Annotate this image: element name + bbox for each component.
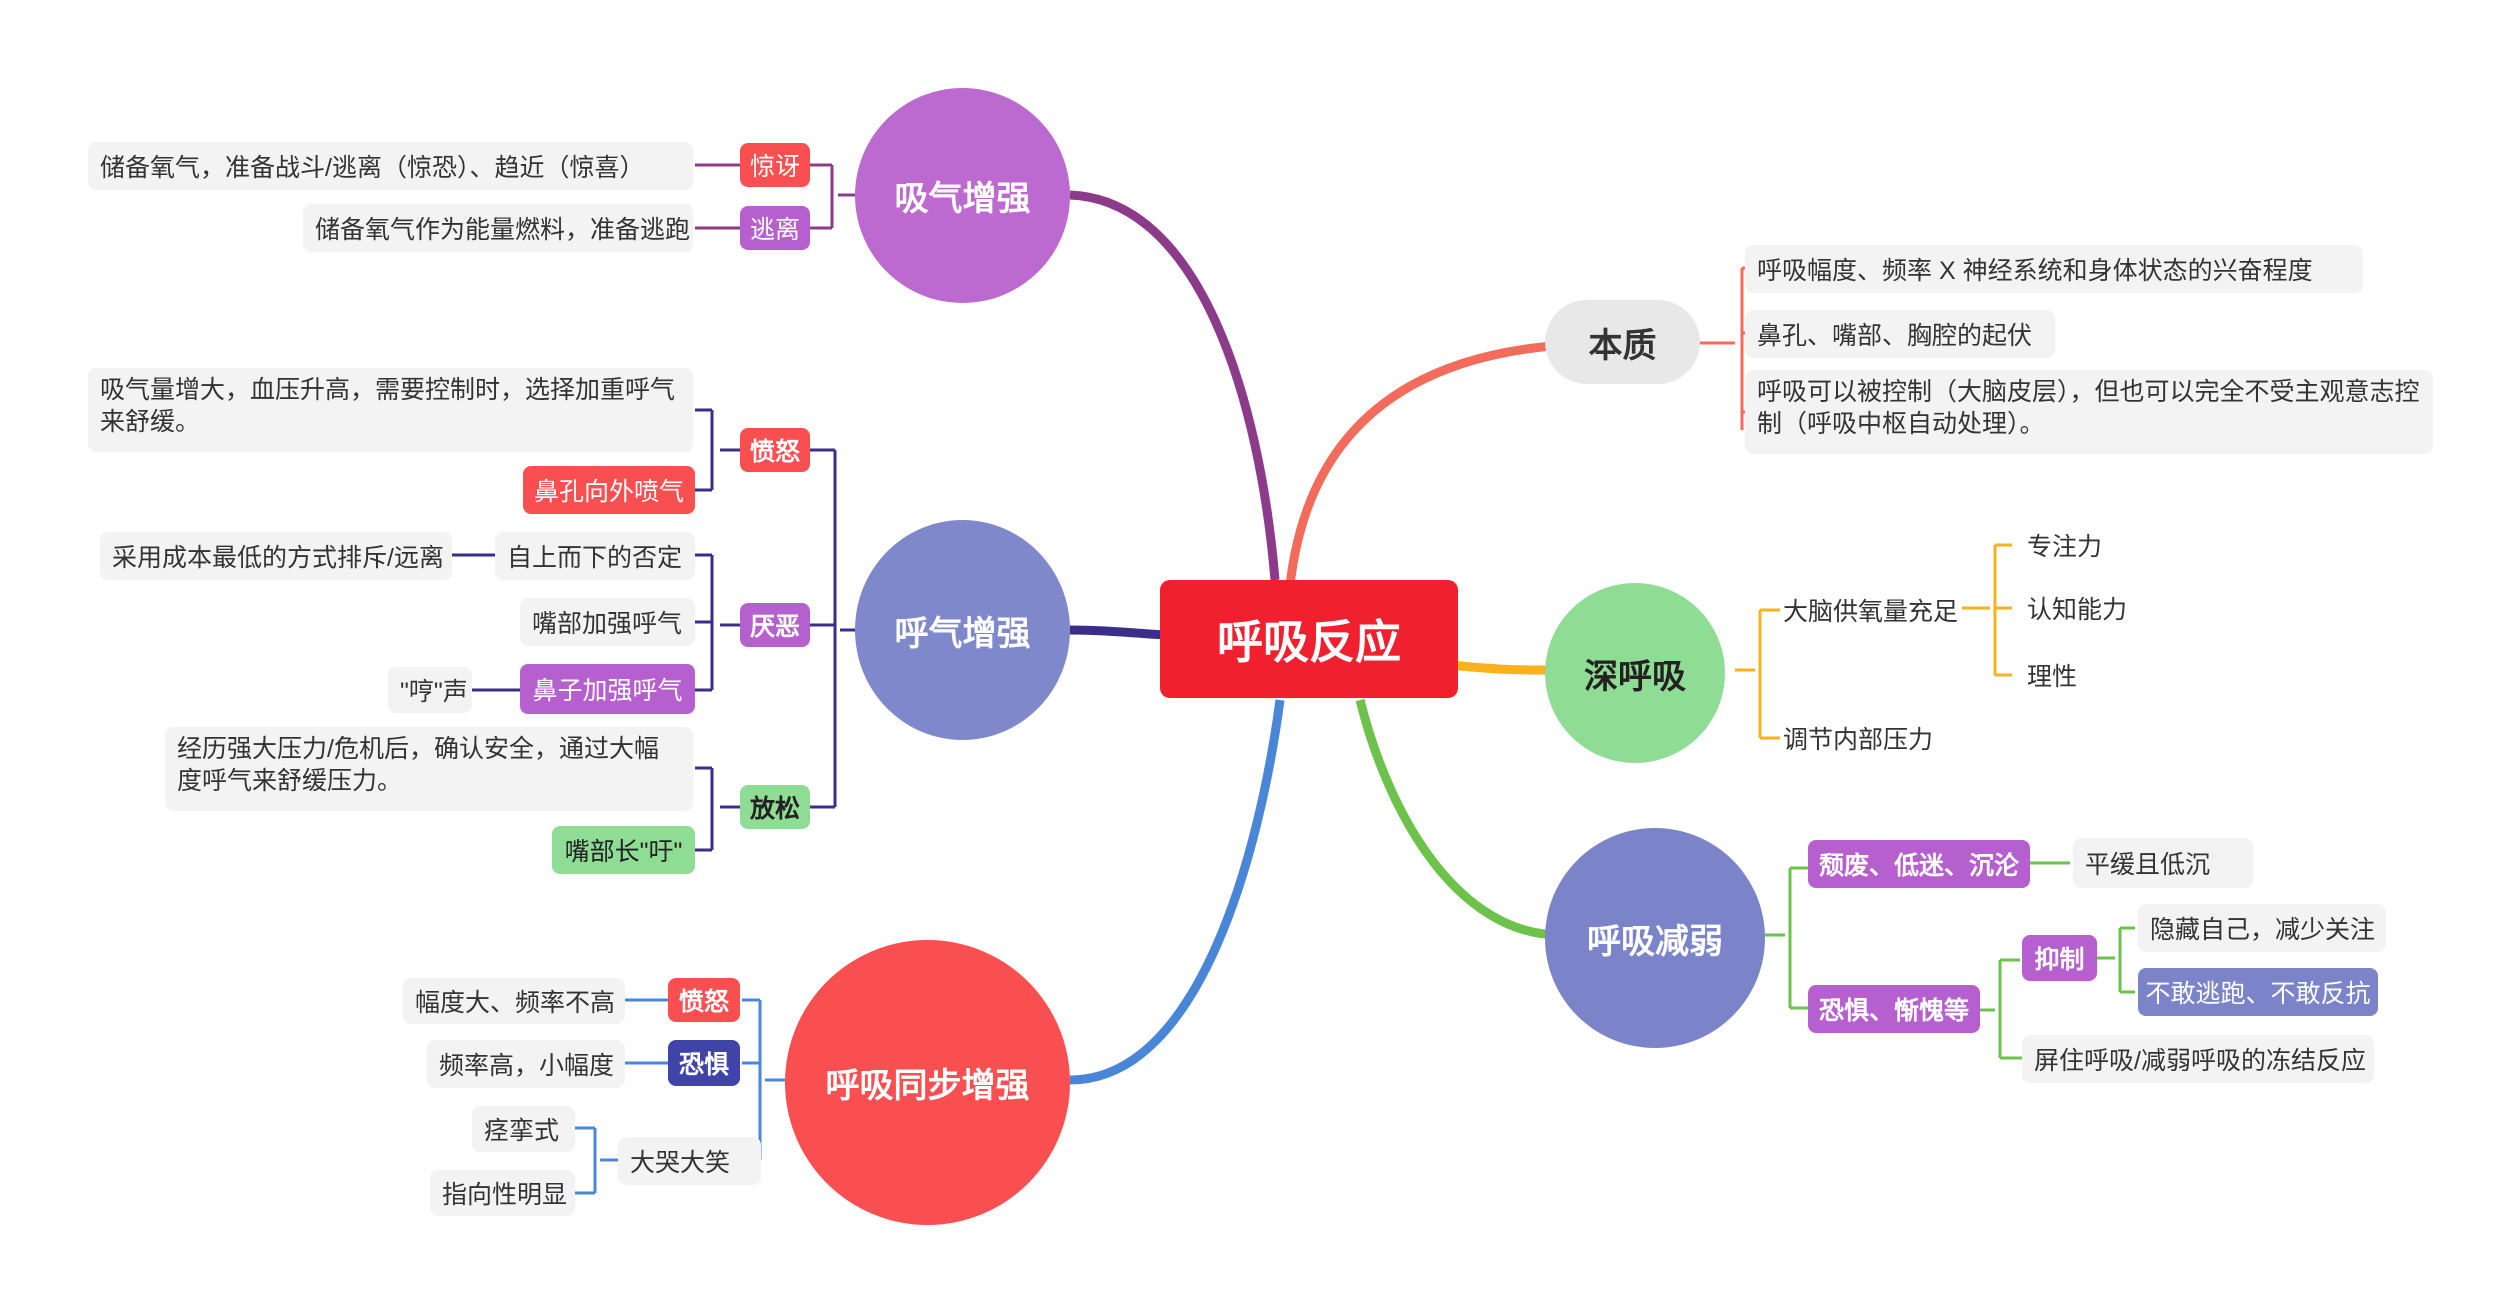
tongbu-tag-anger[interactable]: 愤怒 — [668, 978, 740, 1022]
tongbu-tag-fear[interactable]: 恐惧 — [668, 1040, 740, 1086]
center-topic[interactable]: 呼吸反应 — [1160, 580, 1458, 698]
tongbu-anger-desc[interactable]: 幅度大、频率不高 — [403, 978, 625, 1024]
benzhi-item-2[interactable]: 鼻孔、嘴部、胸腔的起伏 — [1745, 310, 2055, 358]
shenhuxi-pressure[interactable]: 调节内部压力 — [1783, 726, 1934, 754]
topic-benzhi[interactable]: 本质 — [1545, 300, 1700, 384]
topic-huqi[interactable]: 呼气增强 — [855, 520, 1070, 740]
shenhuxi-oxygen[interactable]: 大脑供氧量充足 — [1783, 598, 1959, 626]
shenhuxi-cognition[interactable]: 认知能力 — [2027, 596, 2128, 624]
jianruo-no-escape[interactable]: 不敢逃跑、不敢反抗 — [2138, 968, 2378, 1016]
jianruo-calm-low[interactable]: 平缓且低沉 — [2073, 838, 2253, 888]
huqi-tag-anger[interactable]: 愤怒 — [740, 428, 810, 472]
jianruo-freeze[interactable]: 屏住呼吸/减弱呼吸的冻结反应 — [2022, 1035, 2374, 1083]
topic-jianruo[interactable]: 呼吸减弱 — [1545, 828, 1765, 1048]
tongbu-spasm[interactable]: 痉挛式 — [472, 1106, 575, 1152]
shenhuxi-reason[interactable]: 理性 — [2027, 663, 2078, 691]
huqi-topdown-denial[interactable]: 自上而下的否定 — [495, 532, 695, 580]
huqi-tag-disgust[interactable]: 厌恶 — [740, 603, 810, 647]
huqi-lowest-cost[interactable]: 采用成本最低的方式排斥/远离 — [100, 532, 452, 580]
shenhuxi-focus[interactable]: 专注力 — [2027, 533, 2103, 561]
topic-xiqi[interactable]: 吸气增强 — [855, 88, 1070, 303]
topic-shenhuxi[interactable]: 深呼吸 — [1545, 583, 1725, 763]
huqi-nostril-spray[interactable]: 鼻孔向外喷气 — [523, 466, 695, 514]
tongbu-cry-laugh[interactable]: 大哭大笑 — [618, 1137, 761, 1185]
huqi-hum-sound[interactable]: "哼"声 — [388, 667, 472, 713]
huqi-nose-exhale[interactable]: 鼻子加强呼气 — [520, 664, 695, 714]
xiqi-tag-surprise[interactable]: 惊讶 — [740, 143, 810, 187]
jianruo-tag-suppress[interactable]: 抑制 — [2022, 935, 2097, 981]
huqi-relax-desc[interactable]: 经历强大压力/危机后，确认安全，通过大幅度呼气来舒缓压力。 — [165, 727, 693, 811]
xiqi-escape-desc[interactable]: 储备氧气作为能量燃料，准备逃跑 — [303, 204, 693, 252]
tongbu-fear-desc[interactable]: 频率高，小幅度 — [427, 1040, 625, 1088]
tongbu-directional[interactable]: 指向性明显 — [430, 1170, 575, 1216]
benzhi-item-1[interactable]: 呼吸幅度、频率 X 神经系统和身体状态的兴奋程度 — [1745, 245, 2363, 293]
topic-tongbu[interactable]: 呼吸同步增强 — [785, 940, 1070, 1225]
jianruo-tag-decline[interactable]: 颓废、低迷、沉沦 — [1808, 840, 2030, 888]
benzhi-item-3[interactable]: 呼吸可以被控制（大脑皮层），但也可以完全不受主观意志控制（呼吸中枢自动处理）。 — [1745, 370, 2433, 454]
huqi-mouth-sigh[interactable]: 嘴部长"吁" — [552, 826, 695, 874]
jianruo-tag-fear[interactable]: 恐惧、惭愧等 — [1808, 985, 1980, 1033]
huqi-tag-relax[interactable]: 放松 — [740, 785, 810, 829]
xiqi-surprise-desc[interactable]: 储备氧气，准备战斗/逃离（惊恐）、趋近（惊喜） — [88, 142, 693, 190]
xiqi-tag-escape[interactable]: 逃离 — [740, 206, 810, 250]
huqi-anger-desc[interactable]: 吸气量增大，血压升高，需要控制时，选择加重呼气来舒缓。 — [88, 368, 693, 452]
jianruo-hide-self[interactable]: 隐藏自己，减少关注 — [2138, 904, 2386, 952]
huqi-mouth-exhale[interactable]: 嘴部加强呼气 — [520, 598, 695, 646]
